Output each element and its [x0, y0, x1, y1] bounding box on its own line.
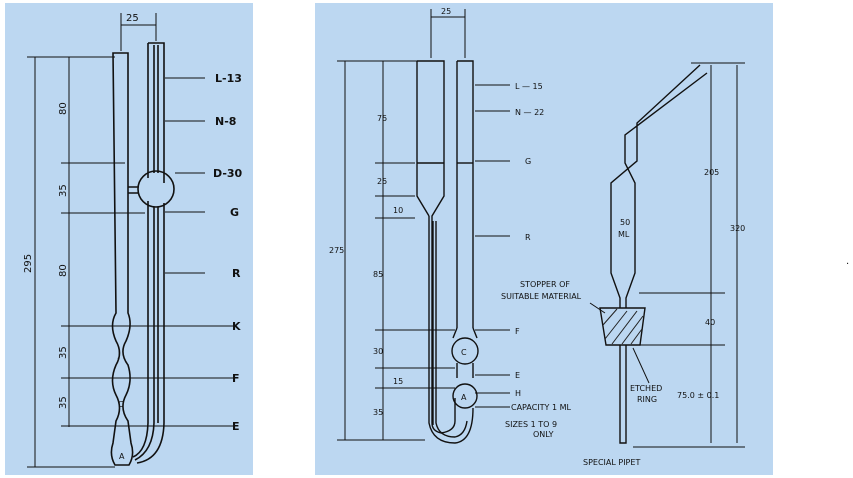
left-segment-1: 80	[58, 102, 69, 115]
right-segment-75: 75	[377, 114, 387, 123]
right-label-g: G	[525, 157, 531, 166]
right-label-h: H	[515, 389, 521, 398]
right-viscometer-panel: 25 275 75 25 10 85 30 15 35 L — 15 N — 2…	[315, 3, 773, 475]
left-label-r: R	[232, 267, 241, 280]
right-label-capacity: CAPACITY 1 ML	[511, 403, 572, 412]
pipet-dim-205: 205	[704, 168, 719, 177]
left-label-g: G	[230, 206, 239, 219]
right-label-l15: L — 15	[515, 82, 543, 91]
right-label-r: R	[525, 233, 531, 242]
left-label-f: F	[232, 372, 240, 385]
pipet-outline	[610, 64, 708, 444]
right-top-width-label: 25	[441, 7, 451, 16]
right-label-e: E	[515, 371, 520, 380]
left-panel-background	[5, 3, 253, 475]
right-total-height-label: 275	[329, 246, 344, 255]
left-dimension-lines	[27, 13, 235, 468]
pipet-dim-75: 75.0 ± 0.1	[677, 391, 719, 400]
stopper-shape	[599, 307, 646, 346]
pipet-dimension-lines	[589, 62, 745, 448]
left-label-e: E	[232, 420, 240, 433]
right-segment-25: 25	[377, 177, 387, 186]
right-segment-35: 35	[373, 408, 383, 417]
left-tube-outline	[110, 42, 175, 466]
right-bulb-c: C	[461, 348, 467, 357]
left-top-width-label: 25	[126, 13, 139, 24]
left-segment-2: 35	[58, 184, 69, 197]
left-label-n8: N-8	[215, 115, 236, 128]
pipet-dim-320: 320	[730, 224, 745, 233]
left-segment-4: 35	[58, 346, 69, 359]
left-label-d30: D-30	[213, 167, 243, 180]
right-sizes-note-1: SIZES 1 TO 9	[505, 420, 557, 429]
right-sizes-note-2: ONLY	[533, 430, 554, 439]
stopper-label-2: SUITABLE MATERIAL	[501, 292, 582, 301]
left-segment-5: 35	[58, 396, 69, 409]
pipet-volume-2: ML	[618, 230, 630, 239]
stopper-hatch	[602, 308, 644, 345]
left-viscometer-drawing: 25 295 80 35 80 35 35 L-13 N-8 D-30 G R …	[5, 3, 253, 475]
etched-ring-label-1: ETCHED	[630, 384, 662, 393]
left-total-height-label: 295	[23, 254, 34, 273]
left-label-k: K	[232, 320, 241, 333]
right-dimension-lines	[337, 9, 510, 441]
right-segment-30: 30	[373, 347, 383, 356]
right-label-f: F	[515, 327, 520, 336]
side-mark: .	[846, 256, 850, 267]
pipet-dim-40: 40	[705, 318, 715, 327]
left-segment-3: 80	[58, 264, 69, 277]
right-segment-85: 85	[373, 270, 383, 279]
pipet-volume-1: 50	[620, 218, 630, 227]
stopper-label-1: STOPPER OF	[520, 280, 570, 289]
left-label-l13: L-13	[215, 72, 242, 85]
left-bulb-j: J	[117, 350, 120, 359]
right-segment-15: 15	[393, 377, 403, 386]
right-bulb-a: A	[461, 393, 467, 402]
right-viscometer-drawing: 25 275 75 25 10 85 30 15 35 L — 15 N — 2…	[315, 3, 773, 475]
pipet-caption: SPECIAL PIPET	[583, 458, 640, 467]
right-tube-outline	[416, 60, 479, 444]
left-bulb-c: C	[118, 400, 124, 409]
right-segment-10: 10	[393, 206, 403, 215]
etched-ring-label-2: RING	[637, 395, 657, 404]
left-viscometer-panel: 25 295 80 35 80 35 35 L-13 N-8 D-30 G R …	[5, 3, 253, 475]
left-bulb-a: A	[119, 452, 125, 461]
right-label-n22: N — 22	[515, 108, 544, 117]
